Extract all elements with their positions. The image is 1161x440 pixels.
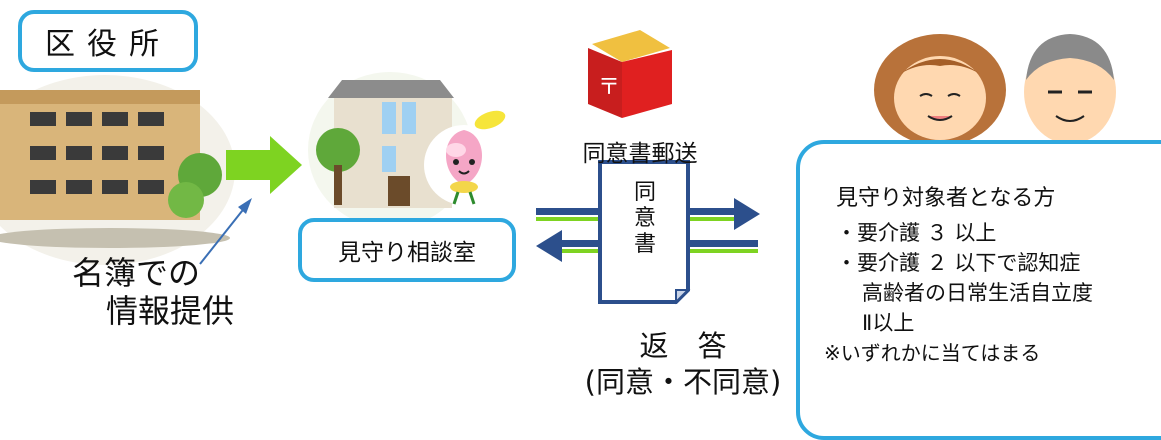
consent-mail-label: 同意書郵送: [582, 141, 698, 167]
reply-line-2: (同意・不同意): [584, 365, 782, 399]
ward-office-text: 区役所: [45, 27, 171, 62]
diagram-canvas: 〒: [0, 30, 1116, 305]
caption-line-1: 名簿での: [72, 254, 201, 292]
target-item: ・要介護 ２ 以下で認知症: [836, 251, 1081, 275]
document-char: 意: [633, 206, 656, 231]
elderly-woman-icon: [874, 34, 1006, 146]
reply-label: 返 答 (同意・不同意): [568, 328, 798, 400]
document-char: 同: [633, 180, 656, 205]
caption-line-2: 情報提供: [106, 292, 235, 330]
post-box-icon: 〒: [588, 30, 672, 118]
consult-room-building-icon: [308, 72, 472, 228]
pointer-arrow-icon: [199, 198, 252, 265]
reply-arrow-icon: [536, 230, 758, 262]
peach-mascot-icon: [424, 110, 506, 205]
target-note: ※いずれかに当てはまる: [824, 341, 1041, 365]
flow-arrow-icon: [226, 136, 302, 194]
ward-office-label: 区役所: [18, 10, 198, 72]
send-arrow-icon: [536, 198, 760, 230]
target-item: Ⅱ以上: [862, 311, 915, 335]
elderly-man-icon: [1024, 34, 1116, 144]
list-info-caption: 名簿での 情報提供: [72, 254, 272, 330]
target-item: 高齢者の日常生活自立度: [862, 281, 1093, 305]
consent-document-icon: [598, 160, 691, 305]
ward-office-building-icon: [0, 75, 235, 265]
target-item: ・要介護 ３ 以上: [836, 221, 997, 245]
reply-line-1: 返 答: [639, 329, 727, 363]
svg-text:〒: 〒: [598, 75, 620, 100]
consent-document-text: 同 意 書: [628, 180, 662, 258]
consult-room-text: 見守り相談室: [338, 240, 476, 266]
target-persons-box: 見守り対象者となる方 ・要介護 ３ 以上 ・要介護 ２ 以下で認知症 高齢者の日…: [796, 140, 1161, 440]
target-title: 見守り対象者となる方: [836, 186, 1056, 211]
document-char: 書: [633, 232, 656, 257]
consult-room-label: 見守り相談室: [298, 218, 516, 282]
